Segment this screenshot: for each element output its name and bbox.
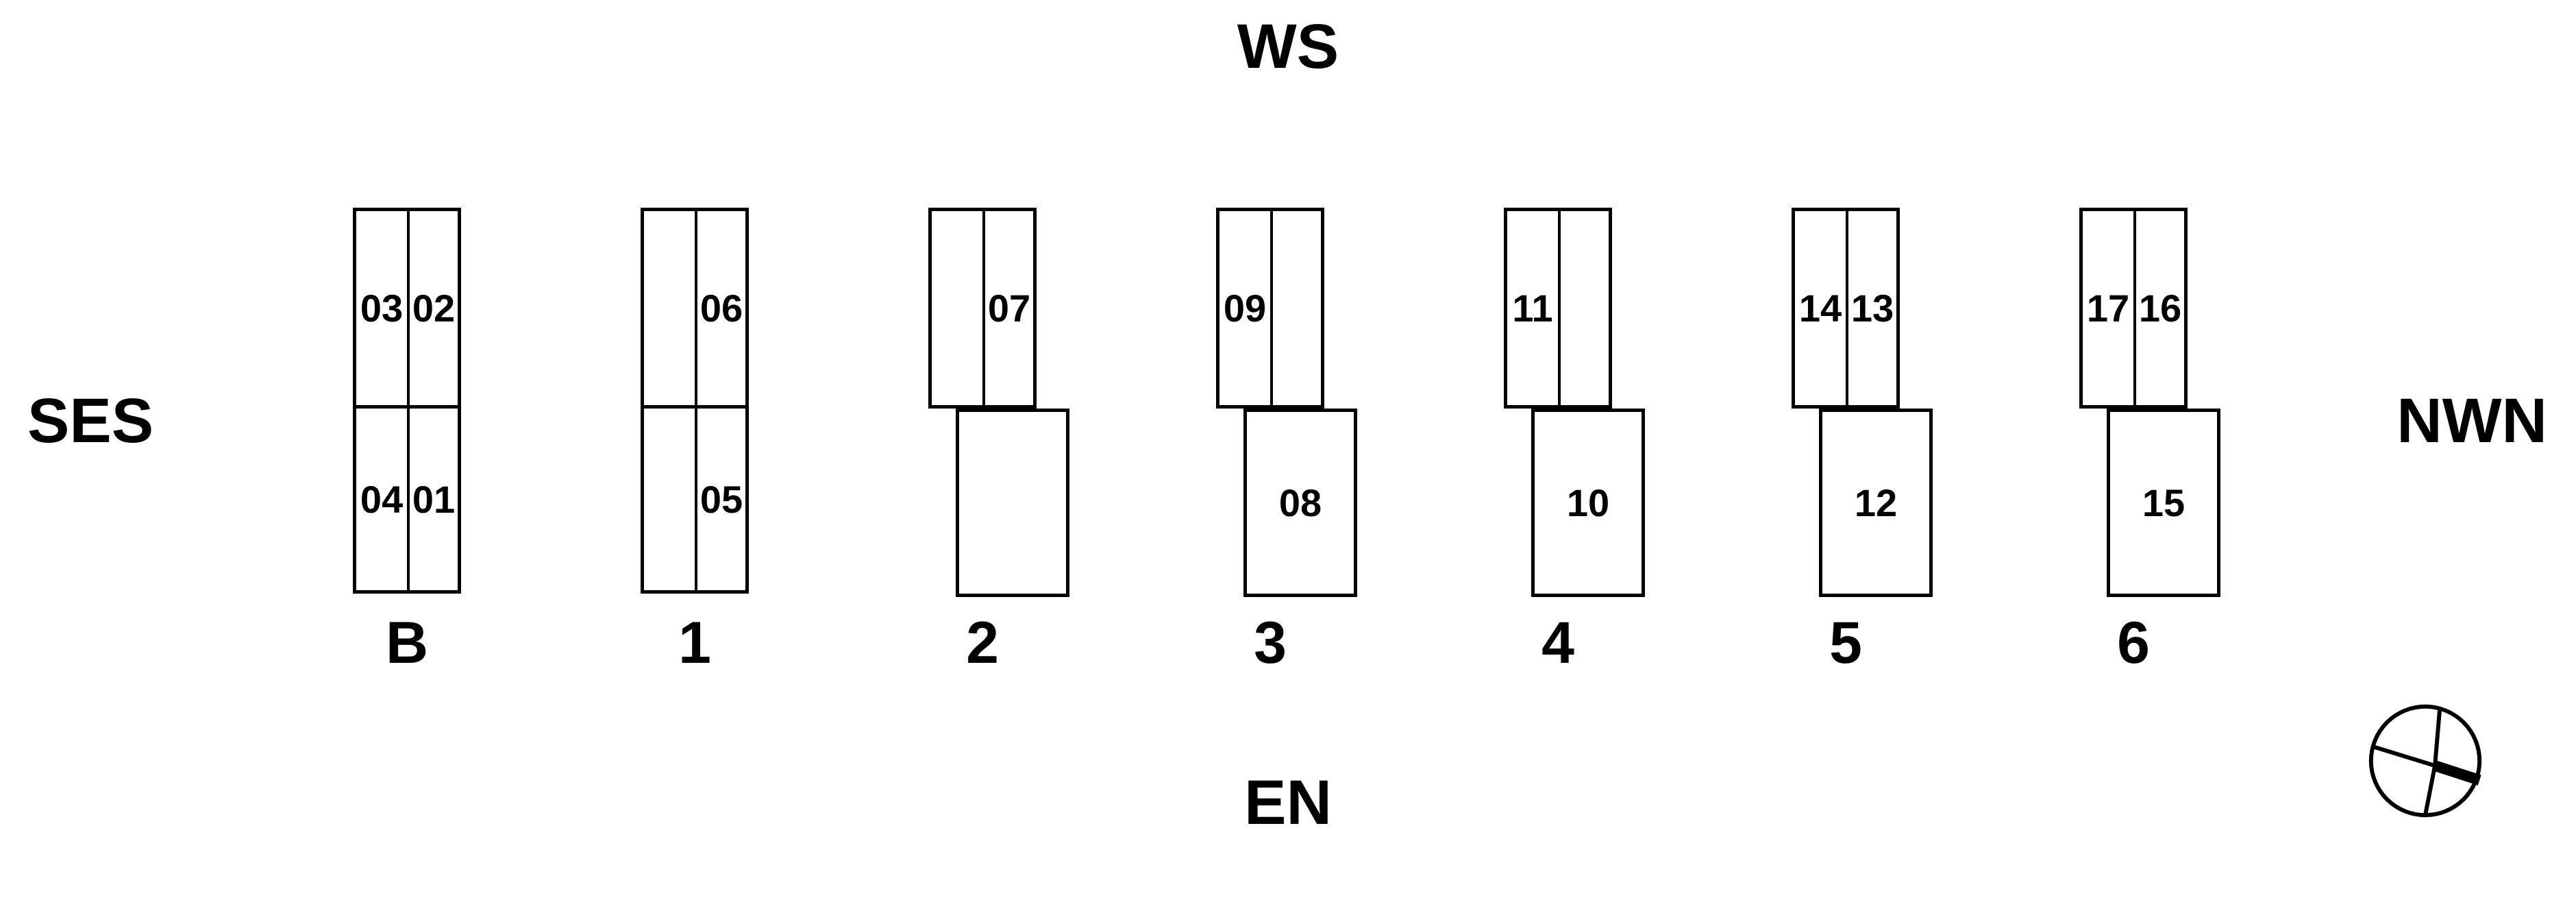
berth-group-caption: 5 bbox=[1829, 610, 1862, 676]
berth-cell-empty[interactable] bbox=[644, 211, 695, 405]
berth-cell-label: 03 bbox=[360, 286, 404, 330]
berth-cell-label: 13 bbox=[1850, 286, 1894, 330]
berth-cell-label: 17 bbox=[2086, 286, 2130, 330]
berth-cell-label: 11 bbox=[1512, 286, 1553, 330]
berth-cell-label: 06 bbox=[699, 286, 743, 330]
berth-group-caption: 3 bbox=[1254, 610, 1287, 676]
berth-cell-label: 15 bbox=[2142, 481, 2185, 524]
berth-group-top-row: 11 bbox=[1504, 208, 1612, 409]
berth-group-top-row: 06 bbox=[641, 208, 749, 409]
berth-cell[interactable]: 13 bbox=[1846, 211, 1896, 405]
berth-cell-label: 04 bbox=[360, 477, 404, 521]
berth-cell[interactable]: 03 bbox=[356, 211, 407, 405]
berth-cell[interactable]: 10 bbox=[1535, 412, 1642, 594]
berth-cell-label: 08 bbox=[1278, 481, 1322, 524]
berth-cell-label: 16 bbox=[2138, 286, 2182, 330]
berth-group-top-row: 09 bbox=[1216, 208, 1324, 409]
edge-label-right: NWN bbox=[2397, 386, 2547, 456]
berth-cell[interactable]: 14 bbox=[1795, 211, 1846, 405]
berth-cell[interactable]: 12 bbox=[1822, 412, 1929, 594]
berth-cell-label: 10 bbox=[1566, 481, 1610, 524]
berth-group-bottom-row: 12 bbox=[1819, 409, 1933, 597]
berth-cell[interactable]: 15 bbox=[2110, 412, 2217, 594]
berth-group-caption: 4 bbox=[1541, 610, 1574, 676]
berth-cell[interactable]: 11 bbox=[1507, 211, 1558, 405]
berth-cell[interactable]: 06 bbox=[695, 211, 745, 405]
berth-cell-label: 05 bbox=[699, 477, 743, 521]
berth-group-bottom-row: 15 bbox=[2107, 409, 2220, 597]
berth-cell[interactable]: 08 bbox=[1247, 412, 1354, 594]
berth-group-bottom-row: 08 bbox=[1243, 409, 1357, 597]
berth-cell[interactable]: 02 bbox=[407, 211, 458, 405]
edge-label-bottom: EN bbox=[1244, 768, 1332, 838]
berth-group-caption: 1 bbox=[678, 610, 711, 676]
berth-cell-label: 09 bbox=[1223, 286, 1267, 330]
berth-cell[interactable]: 05 bbox=[695, 409, 745, 590]
berth-group-bottom-row: 10 bbox=[1531, 409, 1645, 597]
berth-cell-label: 07 bbox=[987, 286, 1031, 330]
berth-cell[interactable]: 04 bbox=[356, 409, 407, 590]
berth-cell-empty[interactable] bbox=[644, 409, 695, 590]
berth-cell-empty[interactable] bbox=[959, 412, 1066, 594]
berth-group-caption: 6 bbox=[2117, 610, 2150, 676]
berth-cell[interactable]: 09 bbox=[1219, 211, 1270, 405]
berth-group-top-row: 07 bbox=[928, 208, 1037, 409]
berth-group-caption: 2 bbox=[966, 610, 999, 676]
berth-cell[interactable]: 07 bbox=[982, 211, 1033, 405]
berth-group-bottom-row: 05 bbox=[641, 409, 749, 594]
berth-cell-label: 12 bbox=[1854, 481, 1898, 524]
berth-cell[interactable]: 17 bbox=[2083, 211, 2133, 405]
berth-cell-label: 02 bbox=[412, 286, 456, 330]
berth-group-caption: B bbox=[385, 610, 429, 676]
berth-group-bottom-row bbox=[956, 409, 1069, 597]
compass-rose-icon bbox=[2365, 701, 2486, 821]
berth-cell-empty[interactable] bbox=[1270, 211, 1321, 405]
berth-cell-empty[interactable] bbox=[1558, 211, 1609, 405]
berth-cell[interactable]: 01 bbox=[407, 409, 458, 590]
berth-cell[interactable]: 16 bbox=[2133, 211, 2184, 405]
berth-cell-label: 01 bbox=[412, 477, 456, 521]
edge-label-top: WS bbox=[1237, 12, 1339, 82]
edge-label-left: SES bbox=[27, 386, 154, 456]
berth-cell-label: 14 bbox=[1798, 286, 1842, 330]
berth-cell-empty[interactable] bbox=[932, 211, 982, 405]
